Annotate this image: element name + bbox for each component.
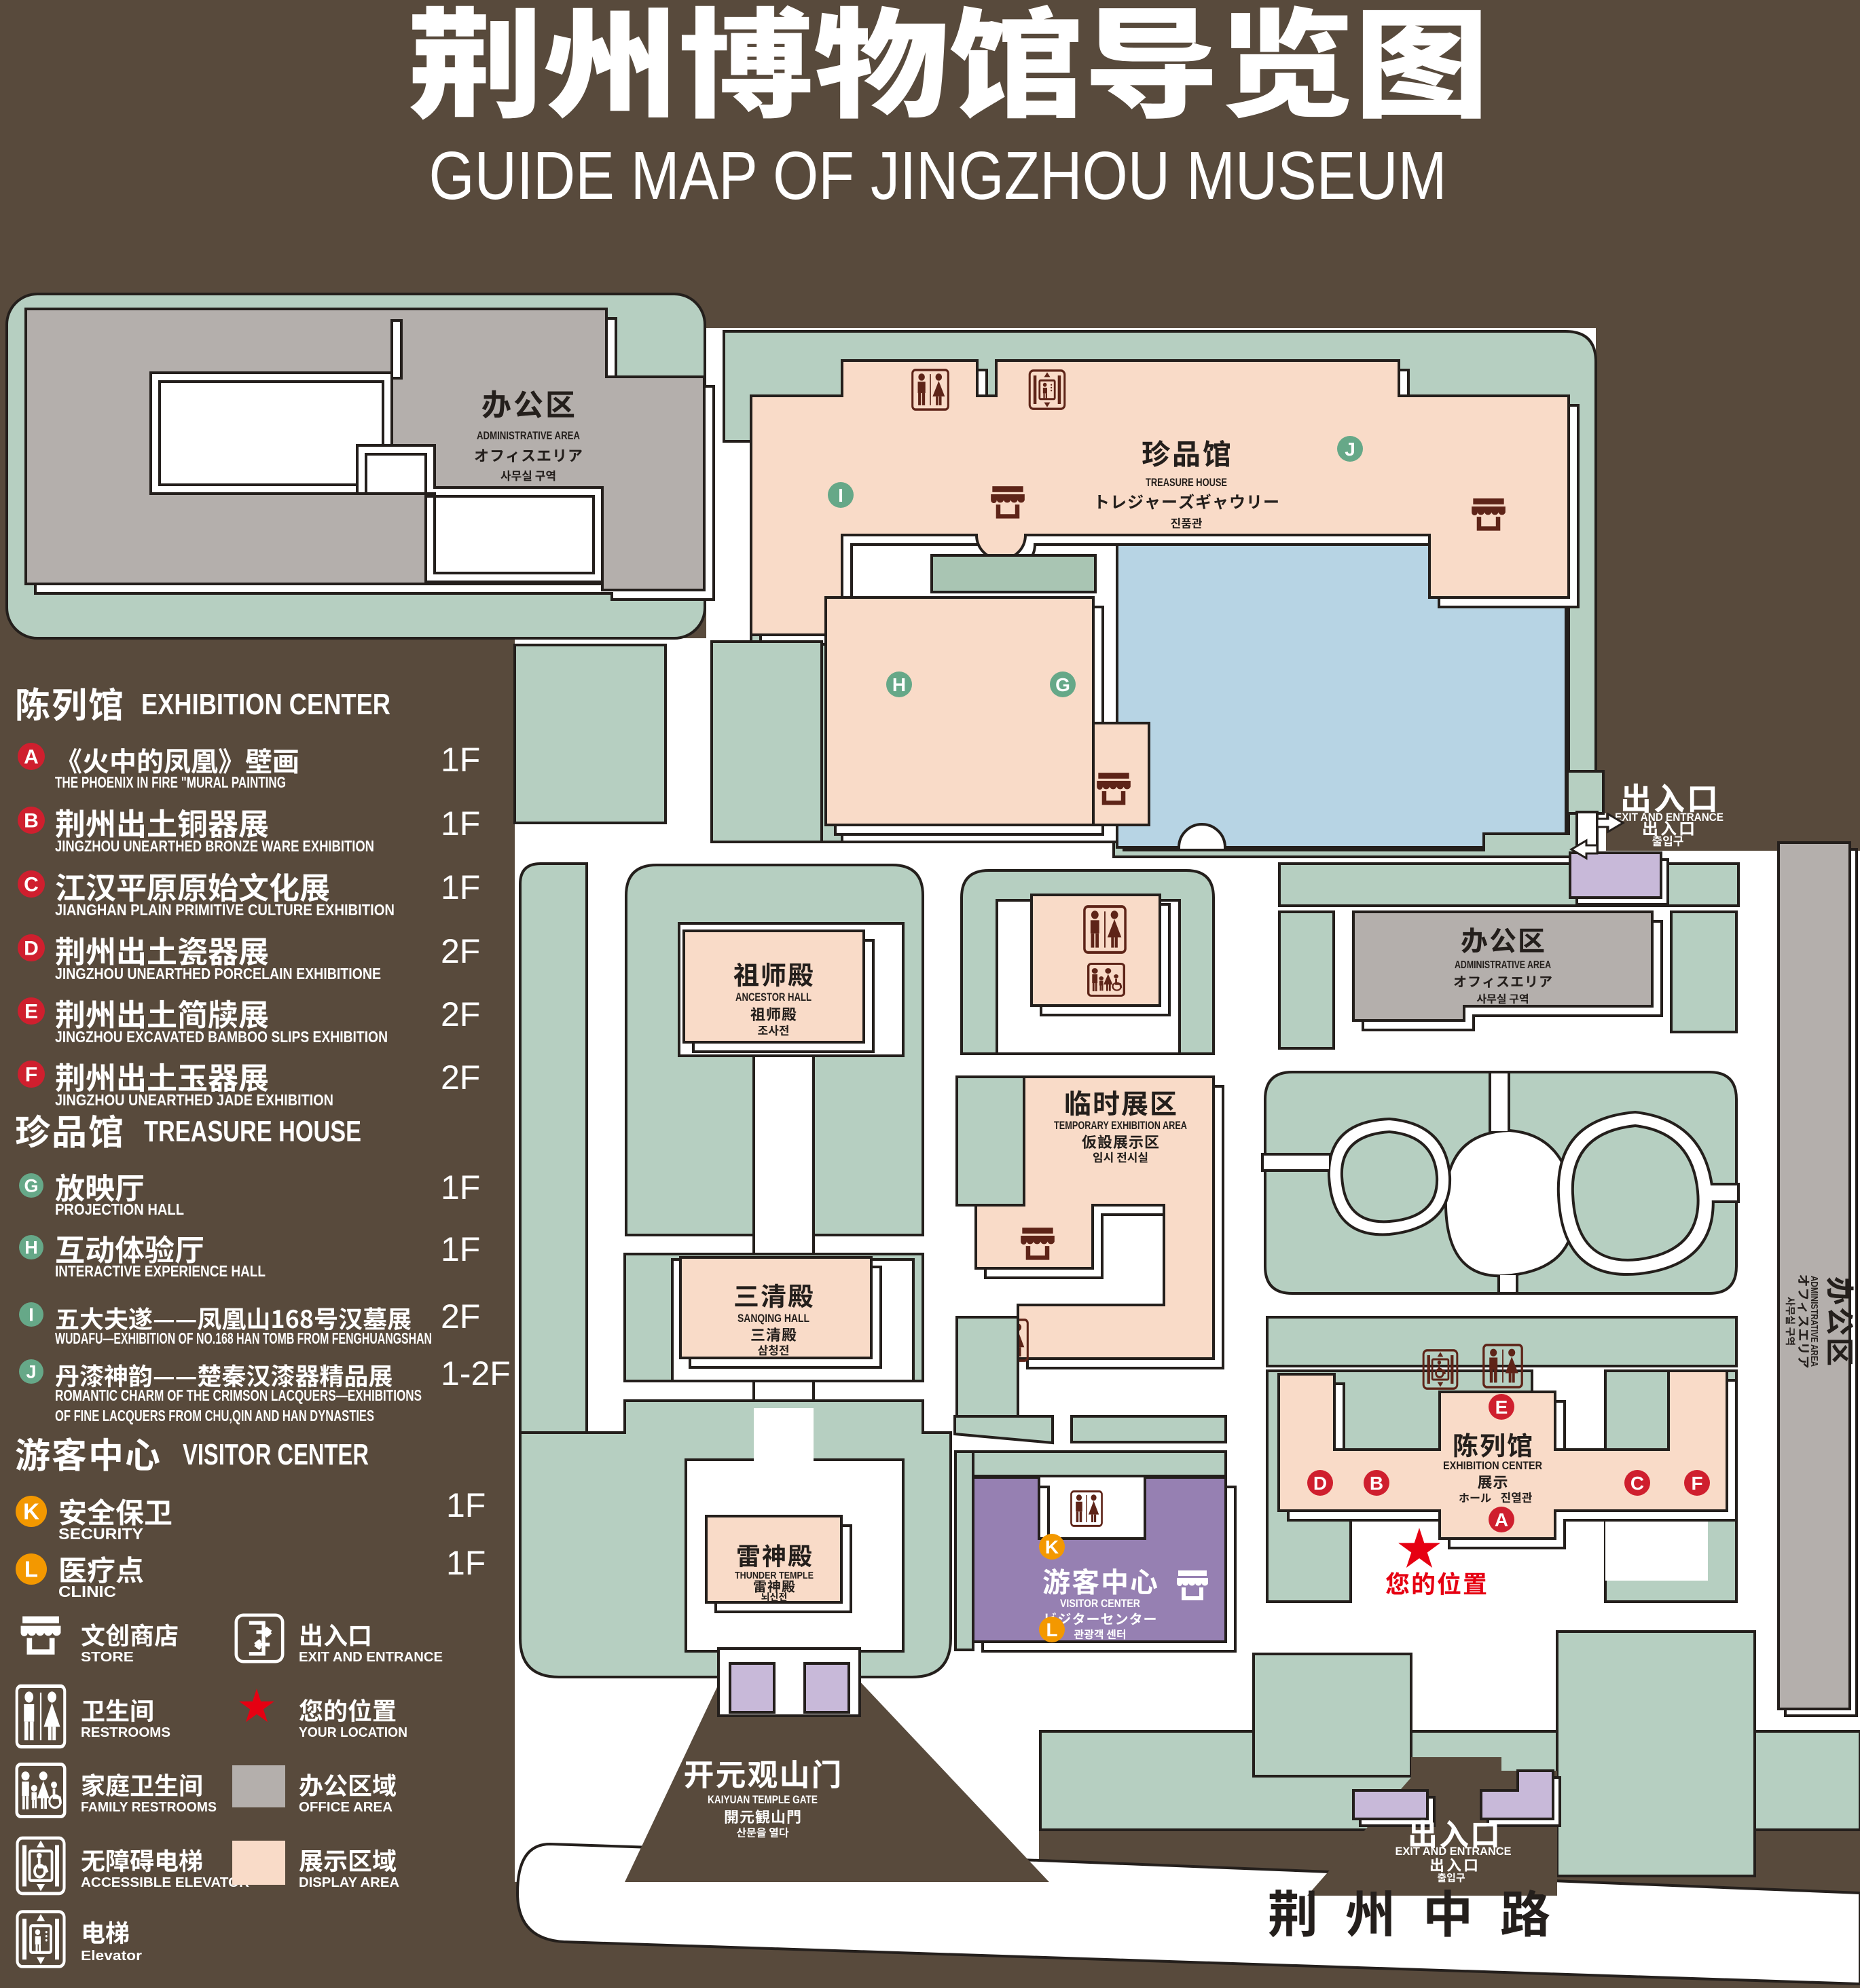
svg-text:1F: 1F xyxy=(446,1486,486,1524)
svg-text:RESTROOMS: RESTROOMS xyxy=(81,1725,170,1740)
svg-text:YOUR LOCATION: YOUR LOCATION xyxy=(299,1725,407,1740)
svg-text:THE PHOENIX IN FIRE "MURAL PAI: THE PHOENIX IN FIRE "MURAL PAINTING xyxy=(55,773,286,791)
svg-text:1F: 1F xyxy=(441,1230,480,1268)
svg-text:TREASURE HOUSE: TREASURE HOUSE xyxy=(144,1115,361,1148)
svg-text:2F: 2F xyxy=(441,1059,480,1097)
svg-text:JINGZHOU UNEARTHED PORCELAIN E: JINGZHOU UNEARTHED PORCELAIN EXHIBITIONE xyxy=(55,965,381,982)
svg-text:ADMINISTRATIVE AREA: ADMINISTRATIVE AREA xyxy=(1808,1276,1820,1367)
svg-text:EXIT AND ENTRANCE: EXIT AND ENTRANCE xyxy=(1396,1845,1512,1858)
svg-text:OF FINE LACQUERS FROM CHU,QIN: OF FINE LACQUERS FROM CHU,QIN AND HAN DY… xyxy=(55,1407,374,1424)
svg-text:E: E xyxy=(1495,1397,1508,1418)
svg-text:WUDAFU—EXHIBITION OF NO.168 HA: WUDAFU—EXHIBITION OF NO.168 HAN TOMB FRO… xyxy=(55,1329,432,1347)
svg-text:1-2F: 1-2F xyxy=(441,1355,511,1393)
svg-text:1F: 1F xyxy=(441,1168,480,1207)
svg-text:TEMPORARY EXHIBITION AREA: TEMPORARY EXHIBITION AREA xyxy=(1054,1119,1187,1132)
svg-text:VISITOR CENTER: VISITOR CENTER xyxy=(1060,1597,1140,1610)
svg-text:F: F xyxy=(1691,1473,1702,1494)
svg-text:EXHIBITION CENTER: EXHIBITION CENTER xyxy=(141,688,390,721)
svg-text:H: H xyxy=(24,1238,38,1258)
svg-text:INTERACTIVE EXPERIENCE HALL: INTERACTIVE EXPERIENCE HALL xyxy=(55,1262,266,1280)
svg-text:I: I xyxy=(29,1305,34,1325)
svg-text:D: D xyxy=(24,938,39,960)
svg-text:DISPLAY AREA: DISPLAY AREA xyxy=(299,1875,399,1890)
svg-text:B: B xyxy=(24,810,39,832)
svg-text:1F: 1F xyxy=(446,1544,486,1582)
svg-text:1F: 1F xyxy=(441,868,480,906)
svg-text:EXIT AND ENTRANCE: EXIT AND ENTRANCE xyxy=(1615,811,1724,824)
svg-text:ANCESTOR HALL: ANCESTOR HALL xyxy=(735,991,812,1004)
svg-text:SECURITY: SECURITY xyxy=(58,1525,143,1543)
svg-text:GUIDE MAP OF JINGZHOU MUSEUM: GUIDE MAP OF JINGZHOU MUSEUM xyxy=(429,138,1447,214)
svg-text:L: L xyxy=(24,1557,38,1582)
svg-text:C: C xyxy=(24,874,39,896)
svg-text:SANQING HALL: SANQING HALL xyxy=(737,1312,809,1325)
svg-text:JINGZHOU UNEARTHED BRONZE WARE: JINGZHOU UNEARTHED BRONZE WARE EXHIBITIO… xyxy=(55,837,374,855)
svg-text:EXHIBITION CENTER: EXHIBITION CENTER xyxy=(1443,1459,1542,1472)
svg-text:ADMINISTRATIVE AREA: ADMINISTRATIVE AREA xyxy=(477,429,580,442)
svg-text:VISITOR CENTER: VISITOR CENTER xyxy=(183,1438,369,1471)
svg-text:D: D xyxy=(1313,1473,1327,1494)
svg-text:1F: 1F xyxy=(441,805,480,843)
svg-text:J: J xyxy=(1345,439,1355,460)
svg-text:FAMILY RESTROOMS: FAMILY RESTROOMS xyxy=(81,1800,217,1815)
svg-text:TREASURE HOUSE: TREASURE HOUSE xyxy=(1146,476,1227,489)
svg-text:ROMANTIC CHARM OF THE CRIMSON: ROMANTIC CHARM OF THE CRIMSON LACQUERS—E… xyxy=(55,1386,422,1404)
svg-text:C: C xyxy=(1630,1473,1644,1494)
svg-text:ACCESSIBLE ELEVATOR: ACCESSIBLE ELEVATOR xyxy=(81,1875,250,1890)
svg-text:E: E xyxy=(24,1001,38,1023)
svg-text:ADMINISTRATIVE AREA: ADMINISTRATIVE AREA xyxy=(1455,959,1551,971)
svg-text:PROJECTION HALL: PROJECTION HALL xyxy=(55,1200,184,1218)
svg-text:L: L xyxy=(1046,1619,1057,1640)
svg-text:1F: 1F xyxy=(441,741,480,779)
svg-text:EXIT AND ENTRANCE: EXIT AND ENTRANCE xyxy=(299,1650,443,1665)
svg-text:K: K xyxy=(1045,1536,1059,1558)
svg-text:A: A xyxy=(1495,1509,1508,1530)
svg-text:OFFICE AREA: OFFICE AREA xyxy=(299,1800,393,1815)
svg-text:THUNDER TEMPLE: THUNDER TEMPLE xyxy=(735,1570,814,1581)
svg-text:JIANGHAN PLAIN PRIMITIVE CULTU: JIANGHAN PLAIN PRIMITIVE CULTURE EXHIBIT… xyxy=(55,901,395,919)
svg-text:A: A xyxy=(24,746,39,769)
svg-text:I: I xyxy=(838,485,843,506)
svg-text:2F: 2F xyxy=(441,995,480,1033)
svg-text:JINGZHOU UNEARTHED JADE EXHIBI: JINGZHOU UNEARTHED JADE EXHIBITION xyxy=(55,1091,333,1109)
svg-text:G: G xyxy=(1055,674,1070,695)
svg-text:KAIYUAN TEMPLE GATE: KAIYUAN TEMPLE GATE xyxy=(708,1793,818,1806)
svg-text:STORE: STORE xyxy=(81,1650,134,1665)
svg-text:G: G xyxy=(24,1176,38,1196)
svg-text:B: B xyxy=(1370,1473,1383,1494)
svg-text:2F: 2F xyxy=(441,1297,480,1336)
svg-text:Elevator: Elevator xyxy=(81,1949,142,1964)
svg-text:CLINIC: CLINIC xyxy=(58,1583,116,1600)
svg-text:J: J xyxy=(26,1362,36,1382)
svg-text:K: K xyxy=(23,1499,39,1524)
svg-text:F: F xyxy=(25,1064,37,1086)
svg-text:JINGZHOU EXCAVATED BAMBOO SLIP: JINGZHOU EXCAVATED BAMBOO SLIPS EXHIBITI… xyxy=(55,1028,388,1046)
svg-text:2F: 2F xyxy=(441,932,480,970)
svg-text:H: H xyxy=(892,674,906,695)
